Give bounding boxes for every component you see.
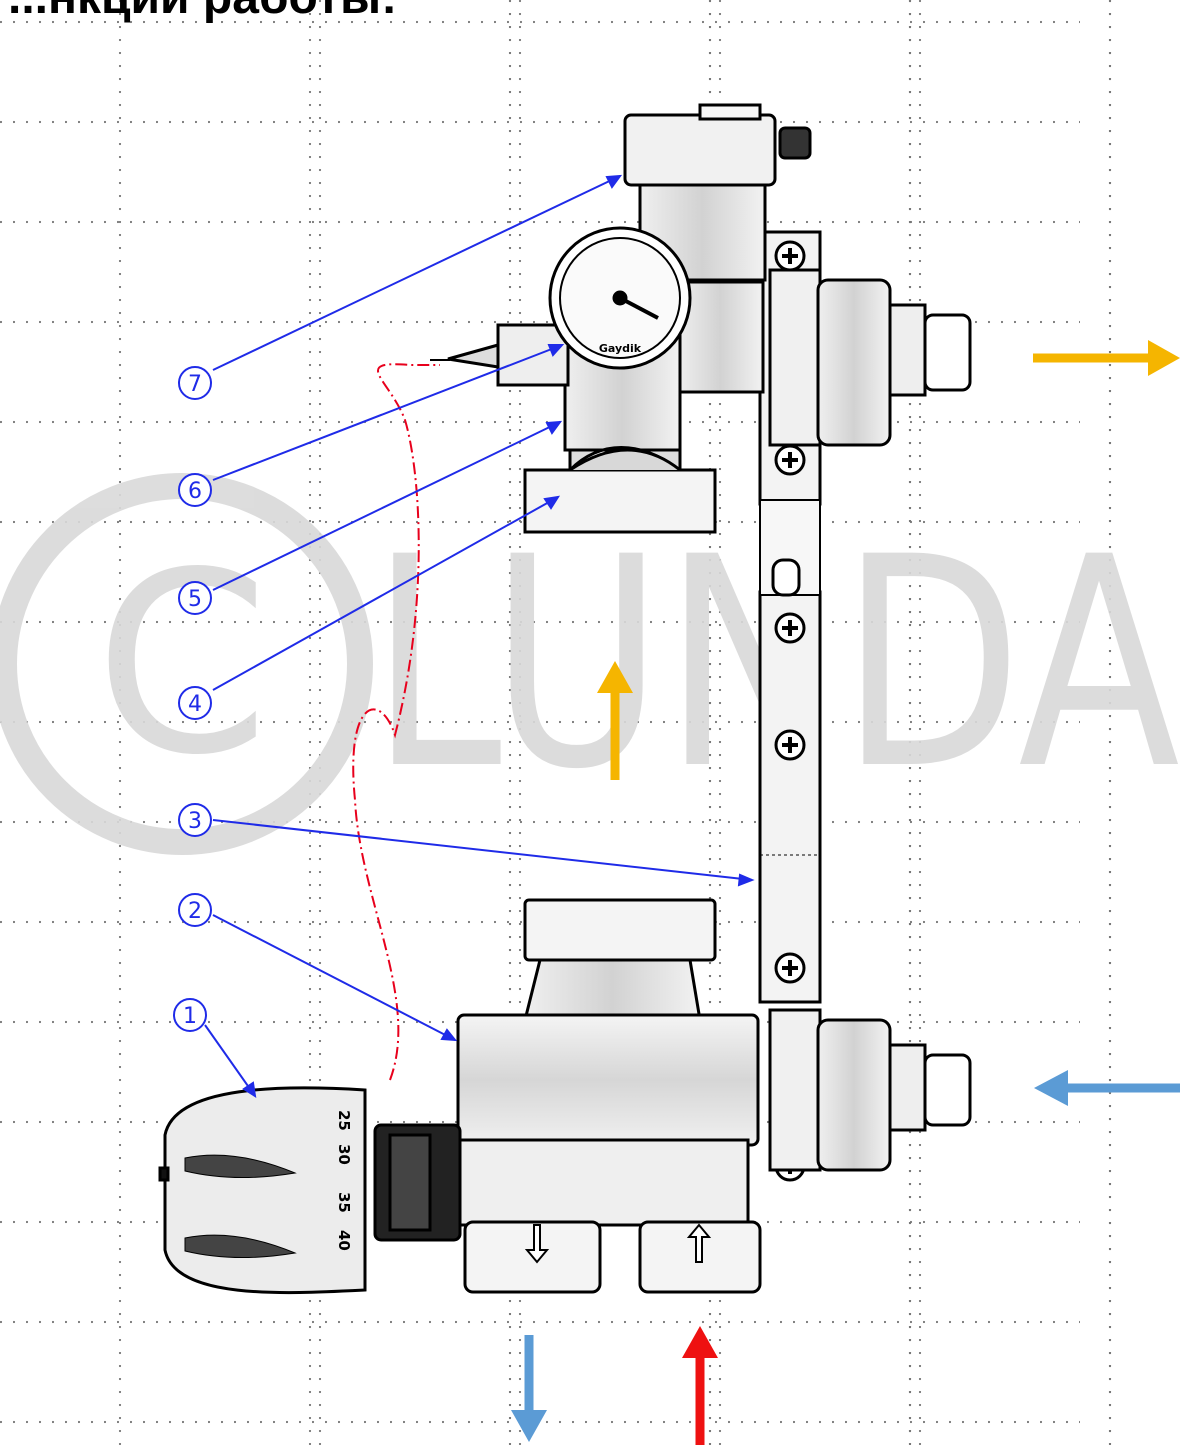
scale-30: 30 bbox=[335, 1144, 353, 1165]
page-title: ...нкции работы: bbox=[8, 0, 397, 25]
supply-branch: Gaydik bbox=[430, 103, 972, 534]
svg-text:7: 7 bbox=[188, 372, 202, 397]
callout-5: 5 bbox=[178, 581, 212, 615]
scale-40: 40 bbox=[335, 1230, 353, 1251]
scale-35: 35 bbox=[335, 1192, 353, 1213]
svg-text:1: 1 bbox=[183, 1004, 197, 1029]
svg-text:C: C bbox=[95, 519, 270, 810]
svg-text:4: 4 bbox=[188, 692, 202, 717]
svg-text:5: 5 bbox=[188, 587, 202, 612]
hot-inlet-up-arrow-icon bbox=[682, 1326, 718, 1445]
mixing-valve-body bbox=[456, 898, 972, 1294]
watermark: C LUNDA bbox=[0, 473, 1181, 855]
svg-text:2: 2 bbox=[188, 899, 202, 924]
callout-6: 6 bbox=[178, 473, 212, 507]
callout-7: 7 bbox=[178, 366, 212, 400]
supply-up-arrow-icon bbox=[597, 661, 633, 780]
callout-2: 2 bbox=[178, 893, 212, 927]
gauge-brand: Gaydik bbox=[599, 342, 642, 355]
pressure-gauge: Gaydik bbox=[548, 226, 692, 370]
flow-arrows bbox=[511, 340, 1180, 1445]
thermostat-scale: 25 30 35 40 bbox=[335, 1110, 353, 1251]
thermostatic-head: 25 30 35 40 bbox=[158, 1086, 462, 1295]
callout-1: 1 bbox=[173, 998, 207, 1032]
callout-4: 4 bbox=[178, 686, 212, 720]
scale-25: 25 bbox=[335, 1110, 353, 1131]
return-down-arrow-icon bbox=[511, 1335, 547, 1442]
sensor-capillary bbox=[352, 363, 440, 1081]
supply-out-right-arrow-icon bbox=[1033, 340, 1180, 376]
svg-text:3: 3 bbox=[188, 809, 202, 834]
svg-text:6: 6 bbox=[188, 479, 202, 504]
callouts: 7 6 5 4 3 2 1 bbox=[173, 366, 212, 1032]
callout-3: 3 bbox=[178, 803, 212, 837]
return-in-right-arrow-icon bbox=[1034, 1070, 1180, 1106]
callout-leaders bbox=[204, 174, 755, 1099]
